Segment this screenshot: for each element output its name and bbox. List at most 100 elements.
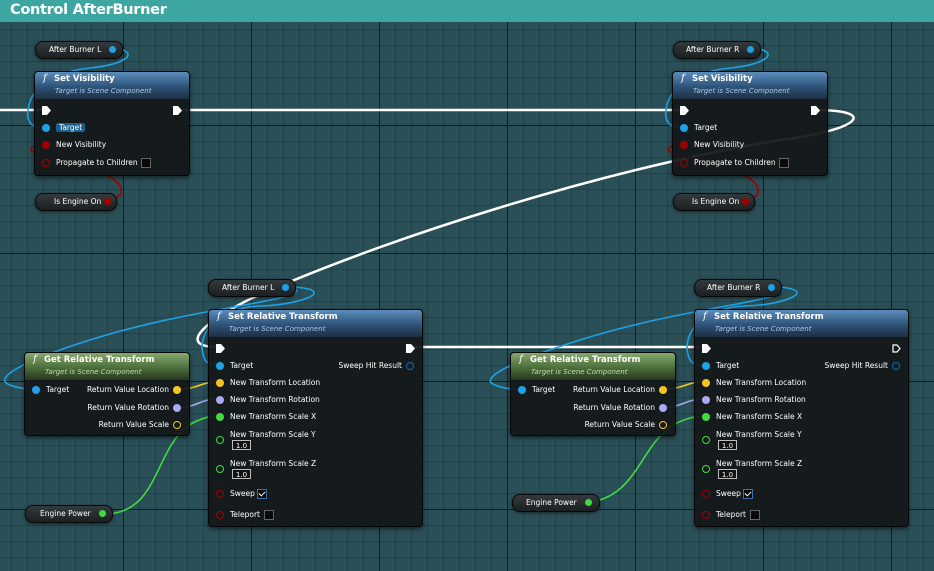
ret-location-pin[interactable] <box>173 386 181 394</box>
var-engine-power-l[interactable]: Engine Power <box>25 505 113 523</box>
var-label: After Burner R <box>686 45 740 54</box>
var-label: Engine Power <box>40 509 91 518</box>
propagate-label: Propagate to Children <box>694 158 776 167</box>
new-rotation-label: New Transform Rotation <box>716 395 806 404</box>
bool-pin[interactable] <box>742 198 749 205</box>
var-is-engine-on-l[interactable]: Is Engine On <box>35 193 117 211</box>
float-pin[interactable] <box>585 499 592 506</box>
scale-z-input[interactable]: 1.0 <box>718 469 737 479</box>
exec-out-pin[interactable] <box>173 106 182 115</box>
ret-rotation-label: Return Value Rotation <box>87 403 169 412</box>
node-subtitle: Target is Scene Component <box>55 87 152 95</box>
object-pin[interactable] <box>747 46 754 53</box>
sweep-label: Sweep <box>230 489 255 498</box>
var-afterburner-l-2[interactable]: After Burner L <box>208 279 296 297</box>
exec-in-pin[interactable] <box>680 106 689 115</box>
node-title: Get Relative Transform <box>44 355 155 365</box>
node-header[interactable]: f Set Relative Transform Target is Scene… <box>695 310 908 337</box>
scale-y-label: New Transform Scale Y <box>230 430 316 439</box>
scale-y-pin[interactable] <box>702 436 710 444</box>
new-rotation-pin[interactable] <box>216 396 224 404</box>
scale-z-input[interactable]: 1.0 <box>232 469 251 479</box>
new-location-pin[interactable] <box>702 379 710 387</box>
var-afterburner-r-1[interactable]: After Burner R <box>673 41 761 59</box>
var-afterburner-l-1[interactable]: After Burner L <box>35 41 123 59</box>
propagate-pin[interactable] <box>42 159 50 167</box>
new-location-pin[interactable] <box>216 379 224 387</box>
exec-out-pin[interactable] <box>811 106 820 115</box>
scale-x-pin[interactable] <box>702 413 710 421</box>
target-pin[interactable] <box>702 362 710 370</box>
teleport-label: Teleport <box>230 510 260 519</box>
node-header[interactable]: f Set Relative Transform Target is Scene… <box>209 310 422 337</box>
get-relative-transform-node-l[interactable]: f Get Relative Transform Target is Scene… <box>24 352 190 436</box>
sweep-pin[interactable] <box>702 490 710 498</box>
exec-out-pin[interactable] <box>406 344 415 353</box>
scale-x-pin[interactable] <box>216 413 224 421</box>
new-visibility-pin[interactable] <box>680 141 688 149</box>
node-header[interactable]: f Set Visibility Target is Scene Compone… <box>35 72 189 99</box>
new-visibility-pin[interactable] <box>42 141 50 149</box>
node-title: Set Visibility <box>692 74 753 84</box>
ret-scale-pin[interactable] <box>173 421 181 429</box>
scale-z-pin[interactable] <box>702 465 710 473</box>
var-afterburner-r-2[interactable]: After Burner R <box>694 279 782 297</box>
exec-in-pin[interactable] <box>702 344 711 353</box>
bool-pin[interactable] <box>104 198 111 205</box>
new-visibility-label: New Visibility <box>56 140 107 149</box>
sweep-checkbox[interactable] <box>743 489 753 499</box>
target-label: Target <box>56 123 86 132</box>
var-is-engine-on-r[interactable]: Is Engine On <box>673 193 755 211</box>
sweep-label: Sweep <box>716 489 741 498</box>
teleport-pin[interactable] <box>702 511 710 519</box>
sweep-pin[interactable] <box>216 490 224 498</box>
scale-y-input[interactable]: 1.0 <box>232 440 251 450</box>
scale-x-label: New Transform Scale X <box>716 412 803 421</box>
sweep-checkbox[interactable] <box>257 489 267 499</box>
node-header[interactable]: f Get Relative Transform Target is Scene… <box>25 353 189 380</box>
new-rotation-pin[interactable] <box>702 396 710 404</box>
ret-rotation-pin[interactable] <box>173 404 181 412</box>
sweep-hit-result-label: Sweep Hit Result <box>338 361 403 370</box>
scale-z-pin[interactable] <box>216 465 224 473</box>
exec-in-pin[interactable] <box>216 344 225 353</box>
teleport-pin[interactable] <box>216 511 224 519</box>
target-pin[interactable] <box>680 124 688 132</box>
teleport-checkbox[interactable] <box>750 510 760 520</box>
object-pin[interactable] <box>282 284 289 291</box>
object-pin[interactable] <box>109 46 116 53</box>
float-pin[interactable] <box>99 510 106 517</box>
ret-rotation-pin[interactable] <box>659 404 667 412</box>
set-visibility-node-l[interactable]: f Set Visibility Target is Scene Compone… <box>34 71 190 176</box>
node-header[interactable]: f Set Visibility Target is Scene Compone… <box>673 72 827 99</box>
ret-location-pin[interactable] <box>659 386 667 394</box>
scale-y-input[interactable]: 1.0 <box>718 440 737 450</box>
target-pin[interactable] <box>32 386 40 394</box>
var-label: After Burner L <box>222 283 275 292</box>
object-pin[interactable] <box>768 284 775 291</box>
node-subtitle: Target is Scene Component <box>693 87 790 95</box>
var-engine-power-r[interactable]: Engine Power <box>512 494 600 512</box>
target-pin[interactable] <box>42 124 50 132</box>
scale-z-label: New Transform Scale Z <box>230 459 317 468</box>
propagate-checkbox[interactable] <box>141 158 151 168</box>
node-header[interactable]: f Get Relative Transform Target is Scene… <box>511 353 675 380</box>
scale-y-pin[interactable] <box>216 436 224 444</box>
exec-in-pin[interactable] <box>42 106 51 115</box>
propagate-pin[interactable] <box>680 159 688 167</box>
sweep-hit-result-pin[interactable] <box>892 362 900 370</box>
set-relative-transform-node-l[interactable]: f Set Relative Transform Target is Scene… <box>208 309 423 527</box>
get-relative-transform-node-r[interactable]: f Get Relative Transform Target is Scene… <box>510 352 676 436</box>
target-pin[interactable] <box>216 362 224 370</box>
target-pin[interactable] <box>518 386 526 394</box>
propagate-label: Propagate to Children <box>56 158 138 167</box>
var-label: Is Engine On <box>692 197 740 206</box>
set-relative-transform-node-r[interactable]: f Set Relative Transform Target is Scene… <box>694 309 909 527</box>
set-visibility-node-r[interactable]: f Set Visibility Target is Scene Compone… <box>672 71 828 176</box>
ret-scale-pin[interactable] <box>659 421 667 429</box>
sweep-hit-result-pin[interactable] <box>406 362 414 370</box>
function-icon: f <box>217 311 221 322</box>
exec-out-pin[interactable] <box>892 344 901 353</box>
teleport-checkbox[interactable] <box>264 510 274 520</box>
propagate-checkbox[interactable] <box>779 158 789 168</box>
